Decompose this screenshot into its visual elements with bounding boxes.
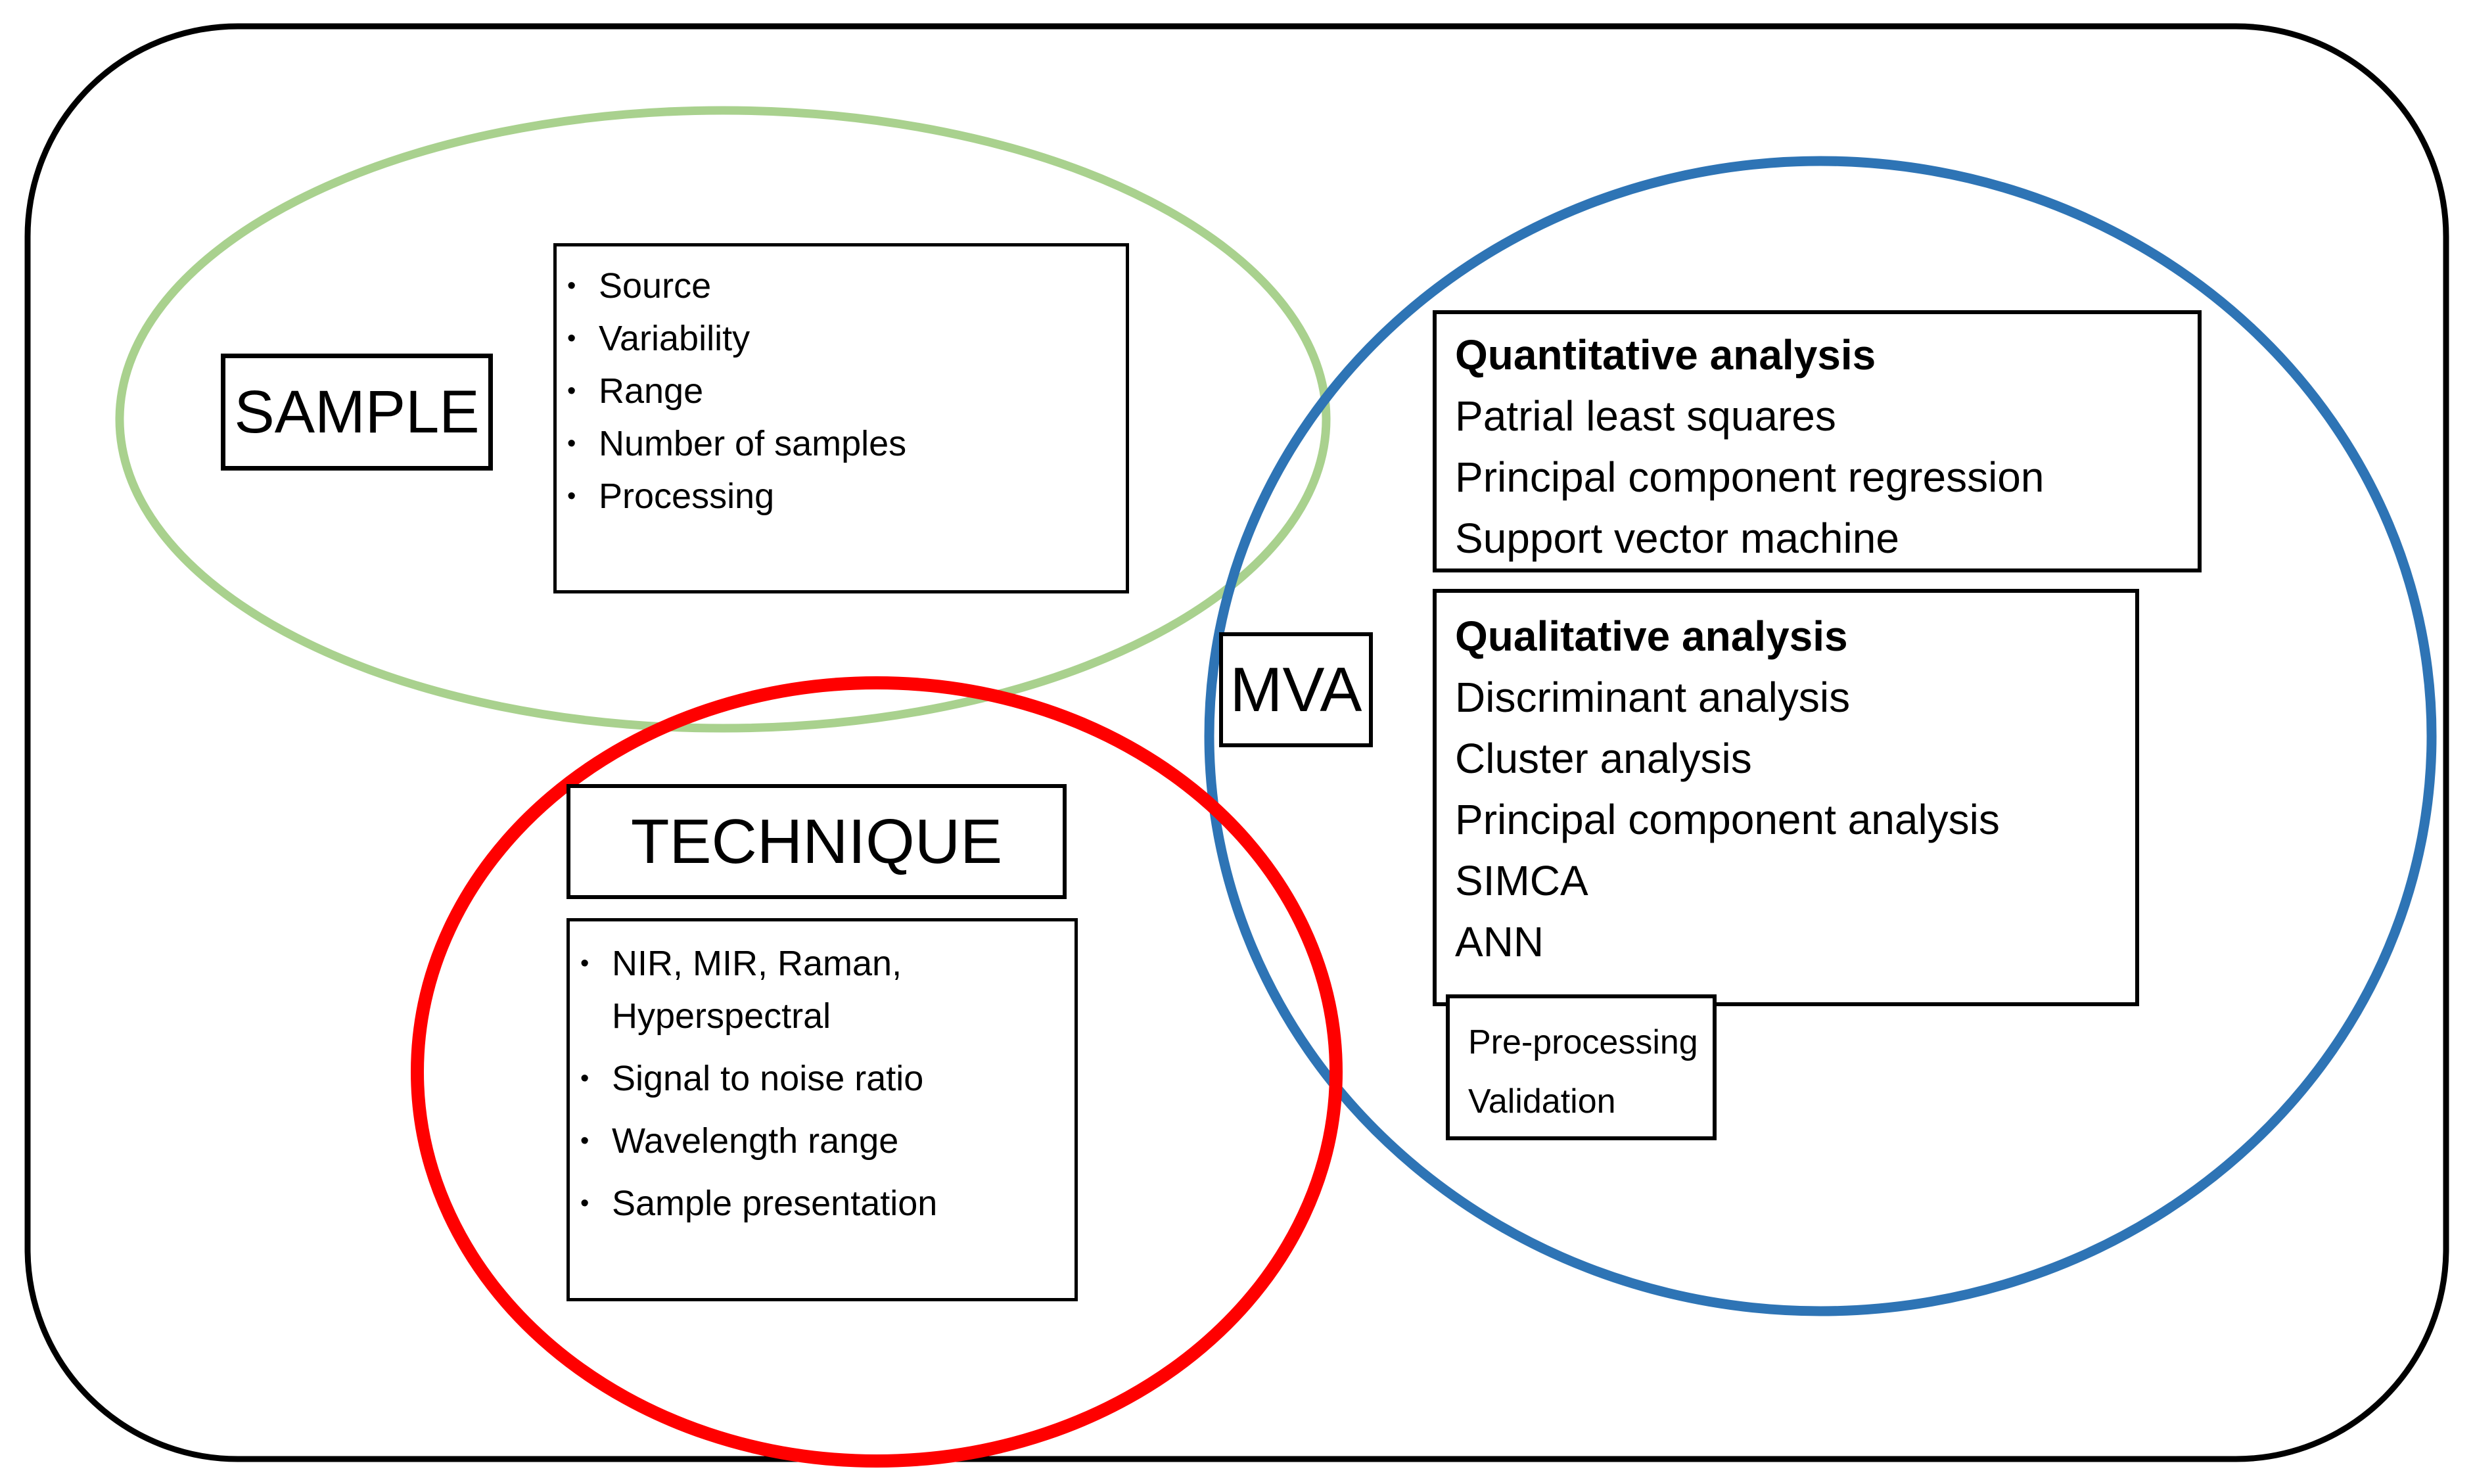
technique-item-text: NIR, MIR, Raman, Hyperspectral — [612, 944, 902, 1036]
list-item: • NIR, MIR, Raman, Hyperspectral — [570, 937, 1075, 1042]
list-item: • Range — [557, 365, 1126, 417]
technique-circle — [411, 676, 1343, 1468]
technique-list: • NIR, MIR, Raman, Hyperspectral • Signa… — [570, 937, 1075, 1230]
sample-label-box: SAMPLE — [221, 354, 493, 471]
technique-list-box: • NIR, MIR, Raman, Hyperspectral • Signa… — [566, 918, 1078, 1301]
outer-rounded-border — [24, 23, 2449, 1462]
qualitative-item-text: SIMCA — [1455, 857, 1588, 904]
list-item: • Sample presentation — [570, 1177, 1075, 1230]
list-item: • Number of samples — [557, 417, 1126, 470]
mva-label-box: MVA — [1219, 632, 1373, 747]
sample-item-text: Number of samples — [599, 424, 907, 463]
quantitative-title: Quantitative analysis — [1455, 331, 1876, 379]
sample-item-text: Variability — [599, 319, 751, 358]
bullet-icon: • — [580, 1127, 589, 1155]
list-item: • Wavelength range — [570, 1115, 1075, 1167]
sample-label: SAMPLE — [234, 378, 480, 446]
sample-item-text: Processing — [599, 476, 775, 516]
bullet-icon: • — [580, 1190, 589, 1217]
sample-item-text: Range — [599, 371, 704, 411]
bullet-icon: • — [580, 950, 589, 977]
sample-circle — [115, 106, 1331, 733]
sample-list: • Source • Variability • Range • Number … — [557, 260, 1126, 522]
qualitative-item-text: ANN — [1455, 918, 1544, 965]
technique-item-text: Wavelength range — [612, 1121, 899, 1161]
sample-item-text: Source — [599, 266, 712, 306]
list-item: • Processing — [557, 470, 1126, 522]
quantitative-analysis-box: Quantitative analysis Patrial least squa… — [1433, 310, 2202, 572]
qualitative-item-text: Principal component analysis — [1455, 796, 2000, 843]
qualitative-title: Qualitative analysis — [1455, 613, 1848, 660]
technique-label-box: TECHNIQUE — [566, 784, 1067, 899]
list-item: • Variability — [557, 312, 1126, 365]
method-item-text: Pre-processing — [1468, 1023, 1698, 1061]
bullet-icon: • — [567, 325, 576, 352]
qualitative-item-text: Cluster analysis — [1455, 735, 1752, 782]
method-item-text: Validation — [1468, 1082, 1616, 1121]
qualitative-analysis-box: Qualitative analysis Discriminant analys… — [1433, 589, 2139, 1006]
sample-list-box: • Source • Variability • Range • Number … — [553, 243, 1129, 593]
technique-label: TECHNIQUE — [630, 806, 1003, 877]
list-item: • Source — [557, 260, 1126, 312]
technique-item-text: Sample presentation — [612, 1184, 938, 1223]
bullet-icon: • — [580, 1065, 589, 1092]
bullet-icon: • — [567, 430, 576, 457]
mva-circle — [1204, 156, 2437, 1316]
qualitative-item-text: Discriminant analysis — [1455, 674, 1851, 721]
bullet-icon: • — [567, 377, 576, 405]
preprocessing-validation-box: Pre-processing Validation — [1446, 994, 1717, 1140]
mva-label: MVA — [1230, 654, 1362, 725]
technique-item-text: Signal to noise ratio — [612, 1059, 924, 1098]
bullet-icon: • — [567, 272, 576, 300]
quantitative-item-text: Principal component regression — [1455, 453, 2045, 501]
bullet-icon: • — [567, 482, 576, 510]
list-item: • Signal to noise ratio — [570, 1052, 1075, 1105]
quantitative-item-text: Patrial least squares — [1455, 392, 1836, 440]
quantitative-item-text: Support vector machine — [1455, 515, 1899, 562]
